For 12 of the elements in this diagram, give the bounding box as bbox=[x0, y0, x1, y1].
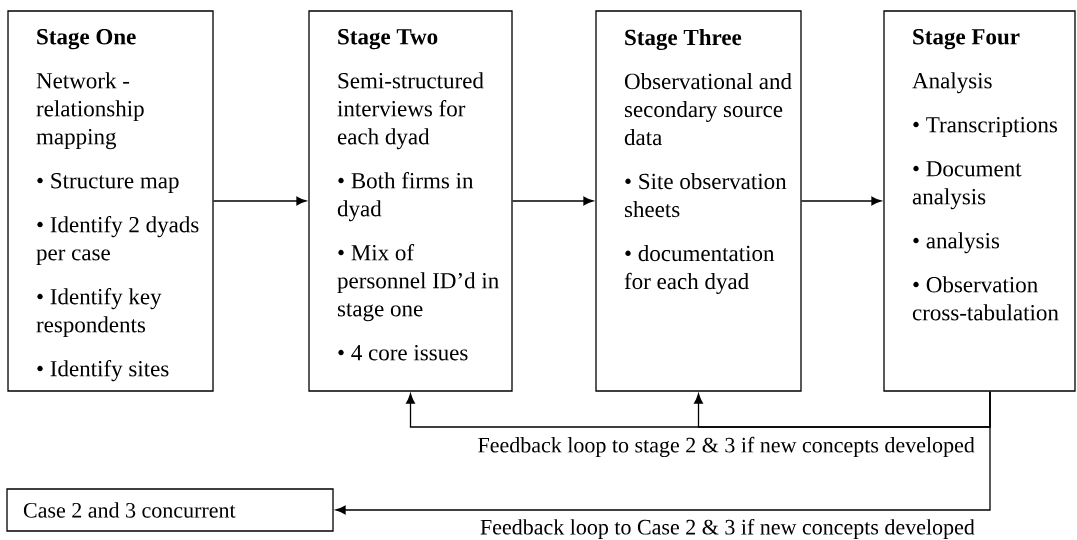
arrow bbox=[213, 196, 307, 206]
edge-label: Feedback loop to stage 2 & 3 if new concepts developed bbox=[476, 435, 976, 459]
arrow bbox=[694, 391, 991, 428]
stage-box: Stage One Network - relationship mapping • Structure map • Identify 2 dyads per case • Identify key respondents • Identify sites bbox=[7, 10, 214, 392]
case-box: Case 2 and 3 concurrent bbox=[6, 488, 334, 532]
arrow bbox=[512, 196, 594, 206]
edge-label: Feedback loop to Case 2 & 3 if new concepts developed bbox=[478, 517, 976, 540]
stage-box: Stage Two Semi-structured interviews for each dyad • Both firms in dyad • Mix of personnel ID’d in stage one • 4 core issues bbox=[308, 10, 513, 392]
stage-box: Stage Four Analysis • Transcriptions • Document analysis • analysis • Observation cross-tabulation bbox=[883, 10, 1076, 392]
arrow bbox=[335, 391, 991, 515]
arrow bbox=[801, 196, 882, 206]
stage-box: Stage Three Observational and secondary source data • Site observation sheets • documentation for each dyad bbox=[595, 10, 802, 392]
